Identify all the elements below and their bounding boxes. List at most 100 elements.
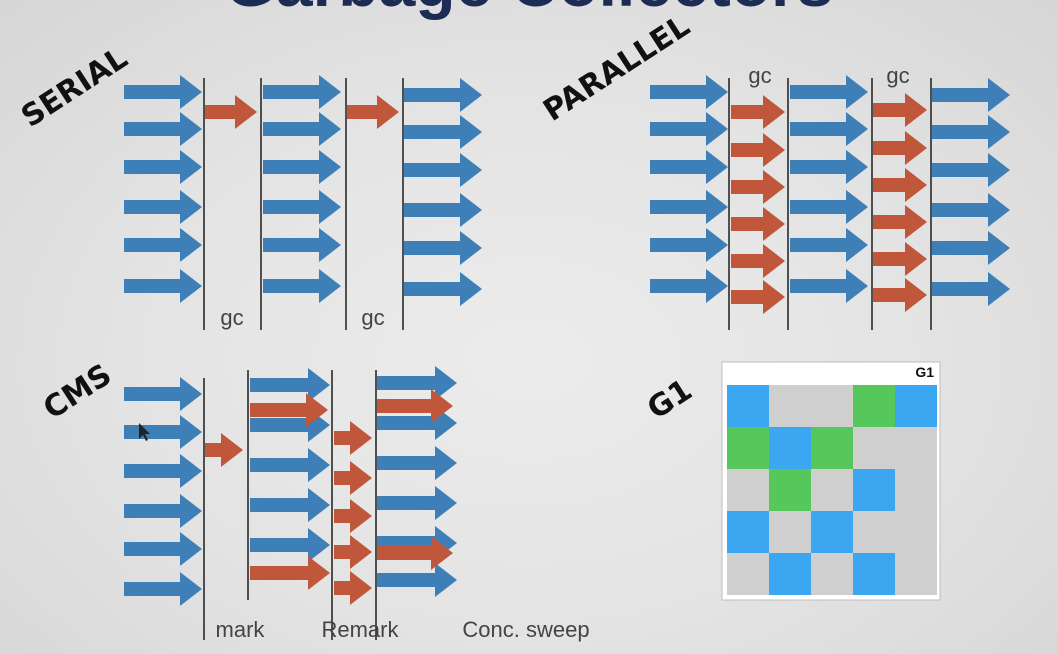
cms-dividers <box>203 370 377 640</box>
serial-dividers <box>203 78 404 330</box>
g1-region-gray <box>895 427 937 469</box>
app-thread-arrow <box>124 75 202 109</box>
cms-section: CMS mark Remark Conc. sweep <box>37 357 589 642</box>
app-thread-arrow <box>790 269 868 303</box>
cms-label: CMS <box>37 357 118 426</box>
serial-section: SERIAL gc gc <box>15 41 482 330</box>
g1-region-blue <box>811 511 853 553</box>
parallel-dividers <box>728 78 932 330</box>
g1-region-blue <box>727 385 769 427</box>
gc-thread-arrow <box>347 95 399 129</box>
gc-thread-arrow <box>731 207 785 241</box>
app-thread-arrow <box>650 75 728 109</box>
serial-arrows <box>124 75 482 306</box>
app-thread-arrow <box>650 228 728 262</box>
app-thread-arrow <box>124 228 202 262</box>
app-thread-arrow <box>377 366 457 400</box>
app-thread-arrow <box>377 446 457 480</box>
g1-region-gray <box>811 553 853 595</box>
g1-region-green <box>811 427 853 469</box>
parallel-gc-label-1: gc <box>748 63 771 88</box>
g1-region-blue <box>853 553 895 595</box>
app-thread-arrow <box>790 75 868 109</box>
parallel-section: PARALLEL gc gc <box>537 9 1010 330</box>
g1-label: G1 <box>641 373 698 427</box>
app-thread-arrow <box>650 150 728 184</box>
g1-region-blue <box>769 553 811 595</box>
parallel-arrows <box>650 75 1010 314</box>
app-thread-arrow <box>932 272 1010 306</box>
app-thread-arrow <box>250 368 330 402</box>
g1-region-gray <box>895 469 937 511</box>
app-thread-arrow <box>250 448 330 482</box>
app-thread-arrow <box>404 78 482 112</box>
app-thread-arrow <box>263 269 341 303</box>
gc-thread-arrow <box>250 393 328 427</box>
gc-thread-arrow <box>873 278 927 312</box>
g1-region-gray <box>769 385 811 427</box>
gc-thread-arrow <box>205 433 243 467</box>
gc-thread-arrow <box>334 571 372 605</box>
gc-thread-arrow <box>873 168 927 202</box>
g1-grid-title: G1 <box>915 364 934 380</box>
app-thread-arrow <box>790 112 868 146</box>
serial-gc-label-2: gc <box>361 305 384 330</box>
cms-arrows <box>124 366 457 606</box>
app-thread-arrow <box>124 532 202 566</box>
g1-region-blue <box>895 385 937 427</box>
app-thread-arrow <box>790 228 868 262</box>
app-thread-arrow <box>404 231 482 265</box>
gc-thread-arrow <box>205 95 257 129</box>
app-thread-arrow <box>124 190 202 224</box>
g1-region-gray <box>727 553 769 595</box>
app-thread-arrow <box>790 190 868 224</box>
app-thread-arrow <box>932 153 1010 187</box>
parallel-gc-label-2: gc <box>886 63 909 88</box>
g1-region-blue <box>853 469 895 511</box>
gc-thread-arrow <box>731 133 785 167</box>
app-thread-arrow <box>404 115 482 149</box>
app-thread-arrow <box>404 272 482 306</box>
app-thread-arrow <box>932 115 1010 149</box>
app-thread-arrow <box>124 112 202 146</box>
gc-thread-arrow <box>334 421 372 455</box>
app-thread-arrow <box>790 150 868 184</box>
app-thread-arrow <box>650 190 728 224</box>
app-thread-arrow <box>263 190 341 224</box>
parallel-label: PARALLEL <box>537 9 696 129</box>
g1-region-gray <box>853 427 895 469</box>
gc-thread-arrow <box>334 499 372 533</box>
gc-thread-arrow <box>334 461 372 495</box>
app-thread-arrow <box>404 193 482 227</box>
app-thread-arrow <box>932 193 1010 227</box>
g1-region-gray <box>811 385 853 427</box>
app-thread-arrow <box>650 112 728 146</box>
gc-thread-arrow <box>377 389 453 423</box>
app-thread-arrow <box>377 486 457 520</box>
g1-section: G1 G1 <box>641 361 941 601</box>
app-thread-arrow <box>250 528 330 562</box>
app-thread-arrow <box>263 112 341 146</box>
g1-region-blue <box>727 511 769 553</box>
app-thread-arrow <box>250 488 330 522</box>
serial-label: SERIAL <box>15 41 134 135</box>
g1-region-green <box>853 385 895 427</box>
gc-thread-arrow <box>377 536 453 570</box>
gc-thread-arrow <box>731 170 785 204</box>
app-thread-arrow <box>124 377 202 411</box>
app-thread-arrow <box>124 150 202 184</box>
app-thread-arrow <box>650 269 728 303</box>
mouse-pointer-icon <box>139 423 150 441</box>
gc-thread-arrow <box>873 93 927 127</box>
gc-thread-arrow <box>873 242 927 276</box>
app-thread-arrow <box>124 494 202 528</box>
app-thread-arrow <box>124 415 202 449</box>
g1-region-gray <box>811 469 853 511</box>
g1-region-gray <box>853 511 895 553</box>
app-thread-arrow <box>263 150 341 184</box>
app-thread-arrow <box>124 269 202 303</box>
app-thread-arrow <box>263 75 341 109</box>
gc-thread-arrow <box>873 205 927 239</box>
g1-region-green <box>727 427 769 469</box>
